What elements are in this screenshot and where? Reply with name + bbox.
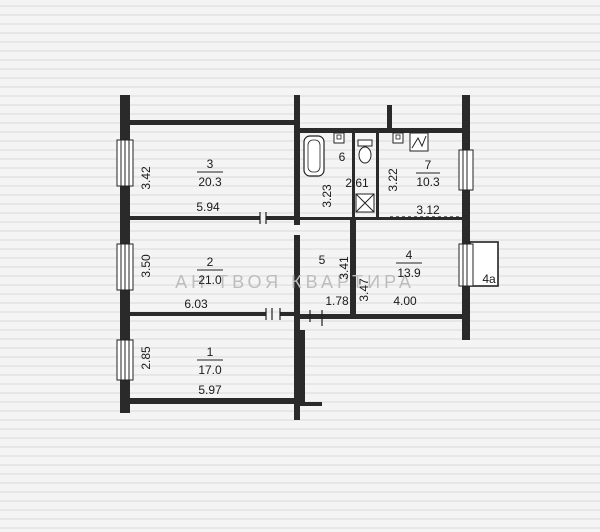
- room-1-depth: 2.85: [139, 346, 153, 370]
- room-4-width: 4.00: [393, 294, 417, 308]
- room-4a-number: 4а: [482, 272, 496, 286]
- toilet-icon: [357, 139, 373, 164]
- room-7-number: 7: [425, 158, 432, 172]
- room-1-width: 5.97: [198, 383, 222, 397]
- room-4-depth: 3.47: [357, 278, 371, 302]
- room-7-area: 10.3: [416, 175, 440, 189]
- room-3-width: 5.94: [196, 200, 220, 214]
- room-4-number: 4: [406, 248, 413, 262]
- room-6-size: 2.61: [345, 176, 369, 190]
- room-3-depth: 3.42: [139, 166, 153, 190]
- room-5-number: 5: [319, 253, 326, 267]
- window-right-top: [458, 149, 474, 191]
- room-2-area: 21.0: [198, 273, 222, 287]
- room-4-area: 13.9: [397, 266, 421, 280]
- room-6-number: 6: [339, 150, 346, 164]
- watermark-text: АН ТВОЯ КВАРТИРА: [175, 272, 415, 292]
- vent-shaft-icon: [355, 193, 375, 213]
- kitchen-sink-icon: [392, 132, 404, 144]
- room-3-area: 20.3: [198, 175, 222, 189]
- room-2-number: 2: [207, 255, 214, 269]
- window-left-top: [116, 139, 134, 187]
- room-1-number: 1: [207, 345, 214, 359]
- stove-icon: [409, 132, 429, 152]
- window-left-bottom: [116, 339, 134, 381]
- room-7-depth: 3.22: [386, 168, 400, 192]
- room-5-dim-b: 3.41: [337, 256, 351, 280]
- room-5-dim-a: 3.23: [320, 184, 334, 208]
- window-right-middle: [458, 243, 474, 287]
- room-5-dim-c: 1.78: [325, 294, 349, 308]
- sink-icon: [333, 132, 345, 144]
- room-2-width: 6.03: [184, 297, 208, 311]
- window-left-middle: [116, 243, 134, 291]
- room-1-area: 17.0: [198, 363, 222, 377]
- room-2-depth: 3.50: [139, 254, 153, 278]
- bathtub-icon: [303, 135, 325, 177]
- room-3-number: 3: [207, 157, 214, 171]
- room-4-top: 3.12: [416, 203, 440, 217]
- door-marks: [259, 212, 460, 326]
